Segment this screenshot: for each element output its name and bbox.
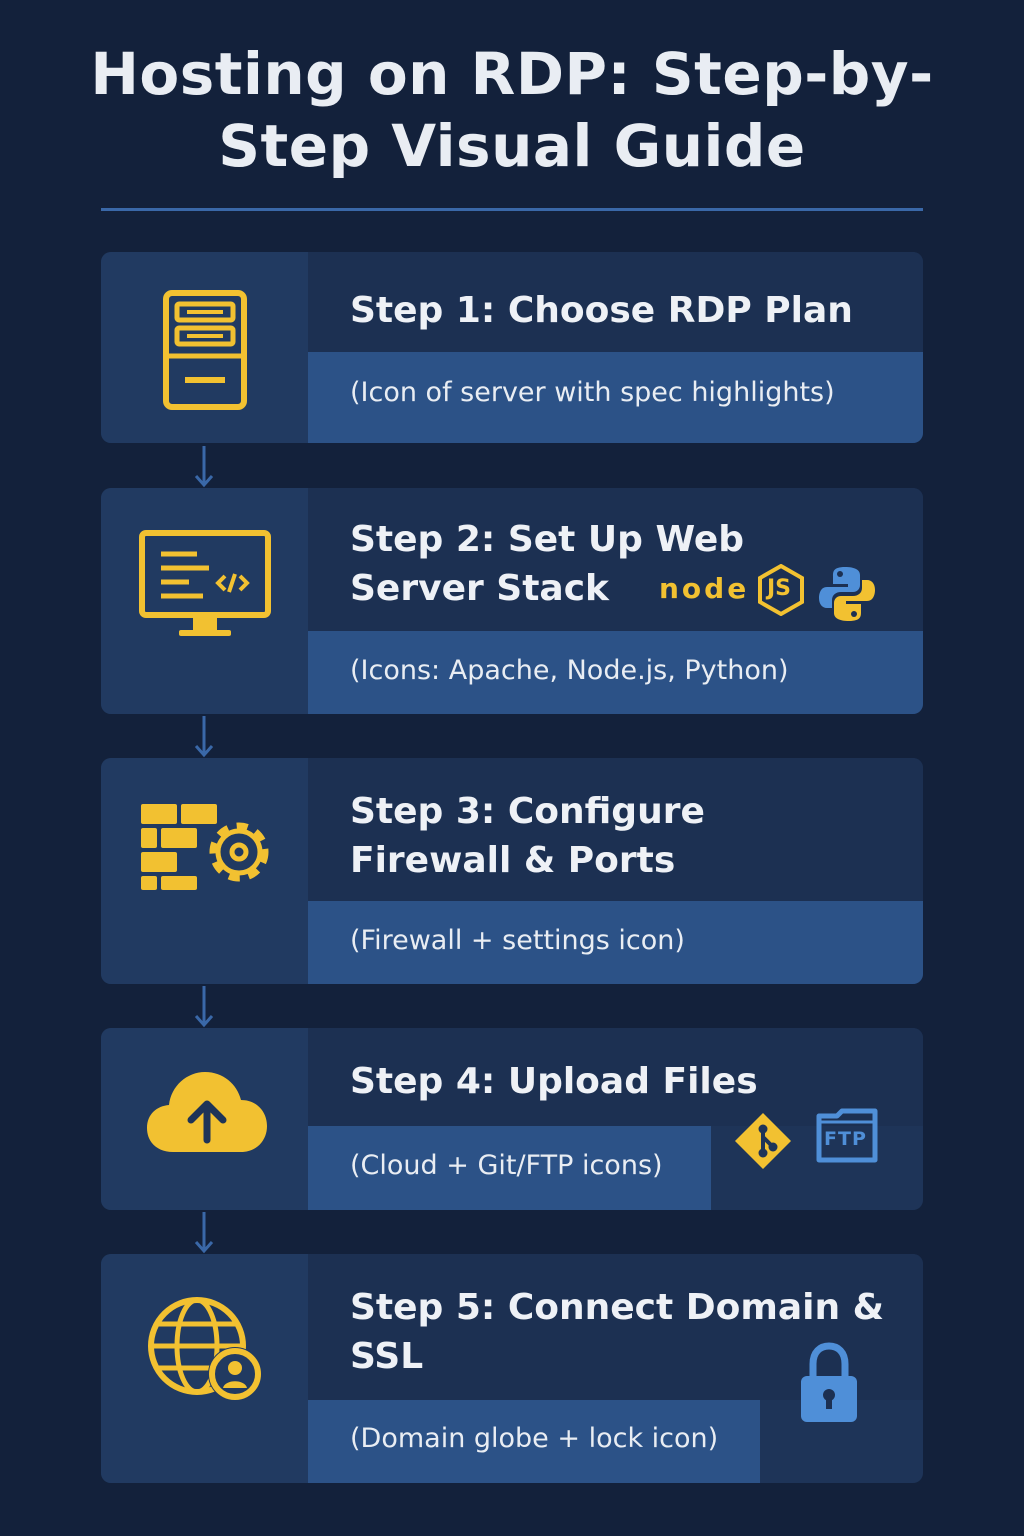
step-4-description-band [308,1126,711,1210]
page-title: Hosting on RDP: Step-by-Step Visual Guid… [90,40,934,180]
step-1-description: (Icon of server with spec highlights) [350,377,835,408]
python-logo [819,567,875,621]
step-2-icon-panel [101,488,308,714]
cloud-upload-icon [147,1072,267,1152]
nodejs-logo-text: node [659,572,750,605]
monitor-code-icon [139,530,271,636]
step-1-icon-panel [101,252,308,443]
ftp-folder-icon: FTP [815,1108,879,1164]
git-icon [735,1113,791,1169]
step-2-card: Step 2: Set Up Web Server Stack node JS … [101,488,923,714]
step-1-description-band [308,352,923,443]
step-1-header [308,252,923,352]
step-5-description-band [308,1400,760,1483]
step-5-heading: Step 5: Connect Domain & SSL [350,1287,885,1377]
step-5-card: Step 5: Connect Domain & SSL (Domain glo… [101,1254,923,1483]
step-1-heading: Step 1: Choose RDP Plan [350,290,853,331]
step-5-icon-panel [101,1254,308,1483]
arrow-down-icon [194,716,214,758]
step-2-heading: Step 2: Set Up Web Server Stack [350,519,745,609]
step-4-description: (Cloud + Git/FTP icons) [350,1150,663,1181]
step-4-icon-panel [101,1028,308,1210]
step-4-header [308,1028,923,1126]
arrow-down-icon [194,446,214,488]
step-5-header [308,1254,923,1400]
step-3-card: Step 3: Configure Firewall & Ports (Fire… [101,758,923,984]
step-3-description-band [308,901,923,984]
step-2-header [308,488,923,631]
lock-icon [801,1342,857,1422]
step-2-description: (Icons: Apache, Node.js, Python) [350,655,789,686]
globe-user-icon [148,1297,262,1401]
title-divider [101,208,923,211]
step-3-header [308,758,923,901]
ftp-folder-shape [816,1108,878,1163]
step-5-description: (Domain globe + lock icon) [350,1423,719,1454]
step-3-heading: Step 3: Configure Firewall & Ports [350,791,705,881]
step-4-heading: Step 4: Upload Files [350,1061,758,1102]
step-3-description: (Firewall + settings icon) [350,925,685,956]
ftp-label: FTP [824,1128,867,1150]
arrow-down-icon [194,986,214,1028]
arrow-down-icon [194,1212,214,1254]
step-3-icon-panel [101,758,308,984]
js-logo-text: JS [767,576,792,601]
firewall-gear-icon [141,804,269,890]
step-2-description-band [308,631,923,714]
js-hexagon-icon [758,564,804,616]
server-icon [163,290,247,410]
step-1-card: Step 1: Choose RDP Plan (Icon of server … [101,252,923,443]
step-4-card: Step 4: Upload Files (Cloud + Git/FTP ic… [101,1028,923,1210]
nodejs-logo: node JS [659,564,809,616]
